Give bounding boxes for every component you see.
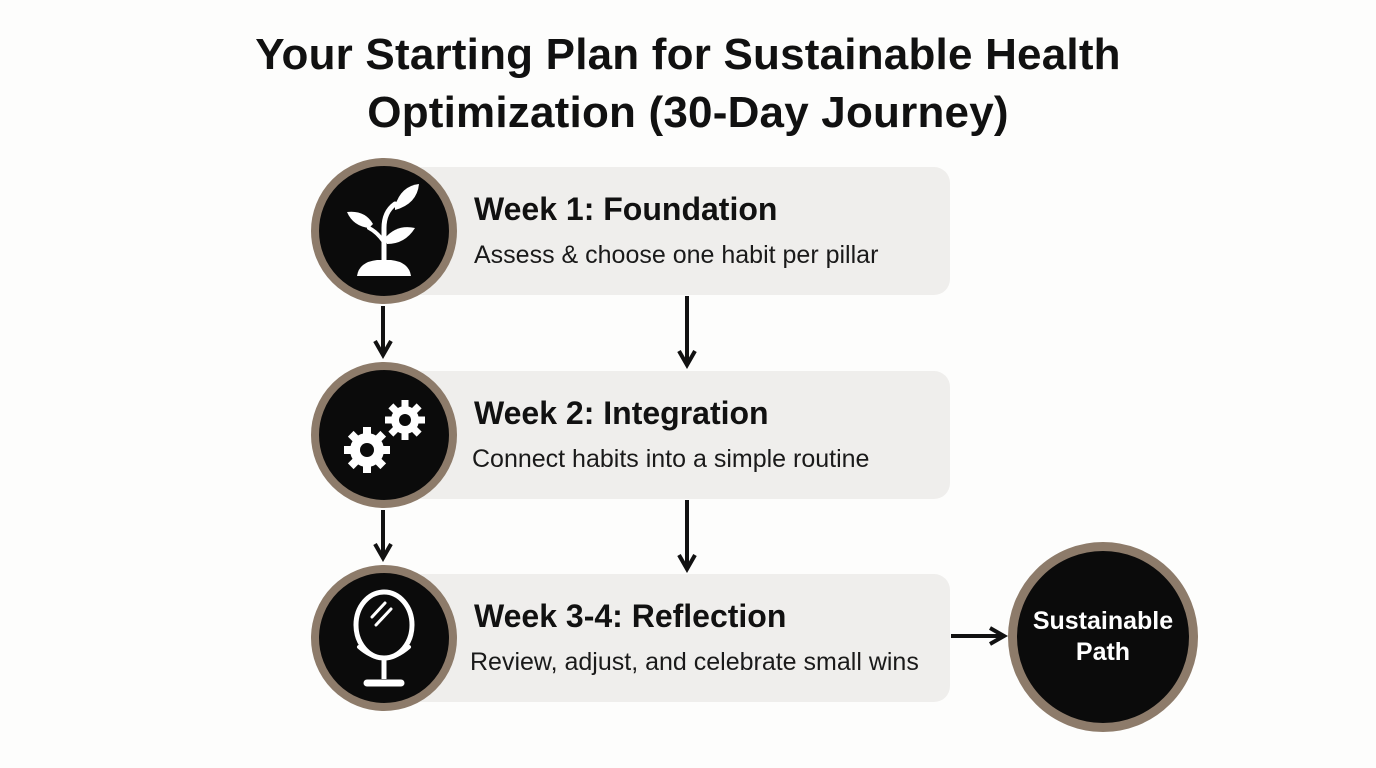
gears-icon [344, 400, 425, 473]
step-description: Review, adjust, and celebrate small wins [470, 648, 919, 676]
step-heading: Week 2: Integration [474, 395, 769, 431]
step-card-week-1: Week 1: Foundation Assess & choose one h… [386, 167, 950, 295]
step-icon-circle-week-2 [311, 362, 457, 508]
end-node-label: Sustainable Path [1032, 607, 1174, 666]
mirror-icon [353, 589, 415, 687]
diagram-title: Your Starting Plan for Sustainable Healt… [0, 26, 1376, 142]
step-description: Assess & choose one habit per pillar [474, 241, 879, 269]
step-description: Connect habits into a simple routine [472, 445, 870, 473]
step-card-week-2: Week 2: Integration Connect habits into … [386, 371, 950, 499]
title-line-2: Optimization (30-Day Journey) [367, 88, 1009, 137]
step-card-week-3-4: Week 3-4: Reflection Review, adjust, and… [386, 574, 950, 702]
sprout-icon [347, 184, 419, 276]
title-line-1: Your Starting Plan for Sustainable Healt… [255, 30, 1121, 79]
step-heading: Week 1: Foundation [474, 191, 778, 227]
step-heading: Week 3-4: Reflection [474, 598, 787, 634]
step-icon-circle-week-3-4 [311, 565, 457, 711]
step-icon-circle-week-1 [311, 158, 457, 304]
sustainable-path-node: Sustainable Path [1008, 542, 1198, 732]
